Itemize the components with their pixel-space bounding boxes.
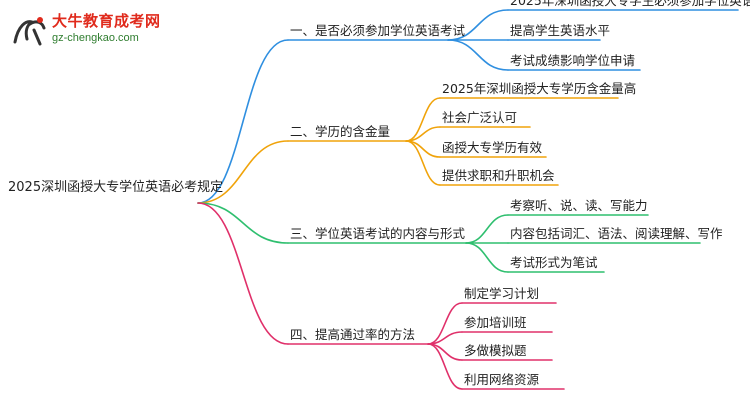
leaf-connector-2-4 (405, 140, 441, 186)
leaf-node-1-1[interactable]: 2025年深圳函授大专学生必须参加学位英语考试 (510, 0, 750, 8)
leaf-connector-2-1 (405, 97, 441, 142)
leaf-node-3-2[interactable]: 内容包括词汇、语法、阅读理解、写作 (510, 226, 723, 241)
leaf-node-2-4[interactable]: 提供求职和升职机会 (442, 168, 555, 183)
branch-connector-4 (197, 202, 289, 345)
leaf-node-2-1[interactable]: 2025年深圳函授大专学历含金量高 (442, 81, 637, 96)
leaf-node-3-3[interactable]: 考试形式为笔试 (510, 255, 598, 270)
leaf-node-1-2[interactable]: 提高学生英语水平 (510, 23, 611, 38)
leaf-node-4-4[interactable]: 利用网络资源 (464, 372, 540, 387)
bull-logo-icon (13, 17, 46, 46)
leaf-node-2-2[interactable]: 社会广泛认可 (442, 110, 518, 125)
branch-connector-2 (197, 140, 289, 204)
site-logo[interactable]: 大牛教育成考网 gz-chengkao.com (6, 4, 166, 52)
branch-node-3[interactable]: 三、学位英语考试的内容与形式 (290, 226, 466, 241)
branch-node-2[interactable]: 二、学历的含金量 (290, 124, 391, 139)
leaf-node-4-3[interactable]: 多做模拟题 (464, 343, 527, 358)
leaf-node-1-3[interactable]: 考试成绩影响学位申请 (510, 53, 636, 68)
leaf-node-4-1[interactable]: 制定学习计划 (464, 286, 540, 301)
leaf-node-3-1[interactable]: 考察听、说、读、写能力 (510, 198, 648, 213)
branch-node-4[interactable]: 四、提高通过率的方法 (290, 327, 416, 342)
branch-connector-1 (197, 39, 289, 204)
leaf-connector-1-3 (447, 39, 509, 71)
leaf-connector-1-1 (447, 9, 509, 41)
root-node[interactable]: 2025深圳函授大专学位英语必考规定 (8, 180, 224, 195)
leaf-connector-3-1 (465, 214, 509, 244)
leaf-connector-4-4 (427, 343, 463, 390)
leaf-connector-3-3 (465, 242, 509, 273)
logo-title: 大牛教育成考网 (52, 12, 161, 30)
leaf-connector-4-1 (427, 302, 463, 345)
leaf-node-4-2[interactable]: 参加培训班 (464, 315, 527, 330)
branch-node-1[interactable]: 一、是否必须参加学位英语考试 (290, 23, 466, 38)
logo-url: gz-chengkao.com (52, 32, 139, 44)
branch-connector-3 (197, 202, 289, 244)
leaf-node-2-3[interactable]: 函授大专学历有效 (442, 140, 543, 155)
